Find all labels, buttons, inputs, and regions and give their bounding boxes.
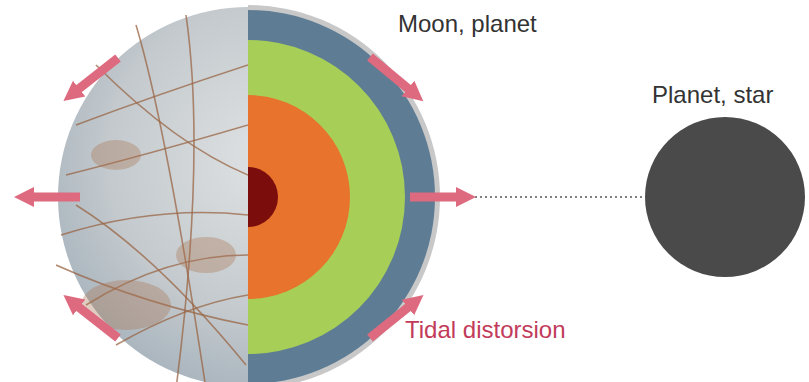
planet-body: Planet, star	[645, 117, 805, 277]
body-label: Moon, planet	[398, 10, 537, 39]
axis-line	[440, 196, 645, 198]
body-label: Planet, star	[652, 81, 773, 110]
caption-label: Tidal distorsion	[405, 316, 566, 345]
planet-disc	[645, 117, 805, 277]
